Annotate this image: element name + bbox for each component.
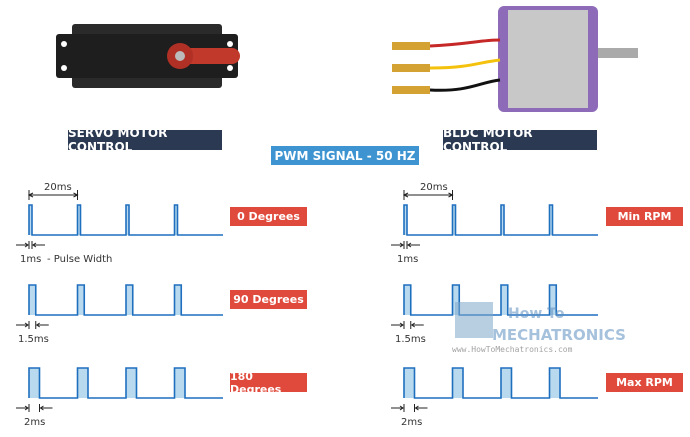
- servo-pulse-3: 2ms: [24, 417, 45, 428]
- servo-period-label: 20ms: [44, 182, 72, 193]
- servo-period-arrow: [27, 192, 79, 198]
- bldc-pulse-fill: [549, 205, 553, 235]
- bldc-arrow-right: [391, 322, 404, 328]
- bldc-pulse-2: 1.5ms: [395, 334, 426, 345]
- bldc-pulse-fill: [452, 205, 456, 235]
- servo-pulse-fill: [174, 368, 185, 398]
- servo-pulse-fill: [174, 205, 178, 235]
- servo-pulse-1: 1ms: [20, 254, 41, 265]
- bldc-pulse-fill: [452, 368, 463, 398]
- bldc-period-label: 20ms: [420, 182, 448, 193]
- bldc-pulse-fill: [549, 285, 557, 315]
- bldc-pulse-fill: [404, 205, 407, 235]
- bldc-pulse-3: 2ms: [401, 417, 422, 428]
- servo-pulse-fill: [77, 368, 88, 398]
- bldc-arrow-right: [391, 405, 404, 411]
- bldc-pulse-fill: [501, 368, 512, 398]
- bldc-period-arrow: [402, 192, 454, 198]
- watermark-line1: How To: [508, 306, 565, 322]
- servo-header: SERVO MOTOR CONTROL: [68, 126, 222, 154]
- label-180-degrees: 180 Degrees: [230, 370, 307, 396]
- servo-pwm-waveform: [28, 204, 223, 236]
- servo-pulse-fill: [29, 205, 32, 235]
- bldc-motor-image: [392, 6, 638, 112]
- bldc-arrow-left: [414, 405, 428, 411]
- servo-arrow-left: [39, 405, 53, 411]
- servo-pulse-fill: [29, 368, 40, 398]
- pwm-header: PWM SIGNAL - 50 HZ: [271, 146, 419, 165]
- watermark-url: www.HowToMechatronics.com: [452, 345, 573, 354]
- servo-pulse-2: 1.5ms: [18, 334, 49, 345]
- servo-pulse-fill: [29, 285, 36, 315]
- servo-arrow-right: [16, 405, 29, 411]
- servo-arrow-right: [16, 242, 29, 248]
- servo-pulse-fill: [77, 205, 81, 235]
- label-90-degrees: 90 Degrees: [230, 290, 307, 309]
- bldc-pwm-waveform: [403, 367, 598, 399]
- servo-arrow-left: [32, 242, 45, 248]
- servo-arrow-left: [35, 322, 49, 328]
- servo-motor-image: [56, 24, 240, 88]
- bldc-pulse-fill: [549, 368, 560, 398]
- bldc-header: BLDC MOTOR CONTROL: [443, 126, 597, 154]
- bldc-pulse-fill: [404, 368, 415, 398]
- servo-pulse-fill: [174, 285, 182, 315]
- bldc-pulse-1: 1ms: [397, 254, 418, 265]
- servo-pulse-fill: [126, 285, 133, 315]
- servo-pwm-waveform: [28, 284, 223, 316]
- bldc-pulse-fill: [404, 285, 411, 315]
- label-0-degrees: 0 Degrees: [230, 207, 307, 226]
- bldc-arrow-left: [410, 322, 424, 328]
- servo-pulse-fill: [126, 368, 137, 398]
- servo-pulse-fill: [126, 205, 129, 235]
- bldc-arrow-left: [407, 242, 420, 248]
- servo-arrow-right: [16, 322, 29, 328]
- bldc-pwm-waveform: [403, 284, 598, 316]
- watermark-line2: MECHATRONICS: [492, 326, 626, 344]
- servo-pulse-fill: [77, 285, 85, 315]
- bldc-pwm-waveform: [403, 204, 598, 236]
- bldc-pulse-fill: [501, 205, 504, 235]
- bldc-pulse-fill: [452, 285, 460, 315]
- bldc-pulse-fill: [501, 285, 508, 315]
- pulse-width-label: - Pulse Width: [47, 254, 112, 265]
- label-min-rpm: Min RPM: [606, 207, 683, 226]
- label-max-rpm: Max RPM: [606, 373, 683, 392]
- servo-pwm-waveform: [28, 367, 223, 399]
- watermark: How To MECHATRONICS www.HowToMechatronic…: [452, 302, 626, 354]
- bldc-arrow-right: [391, 242, 404, 248]
